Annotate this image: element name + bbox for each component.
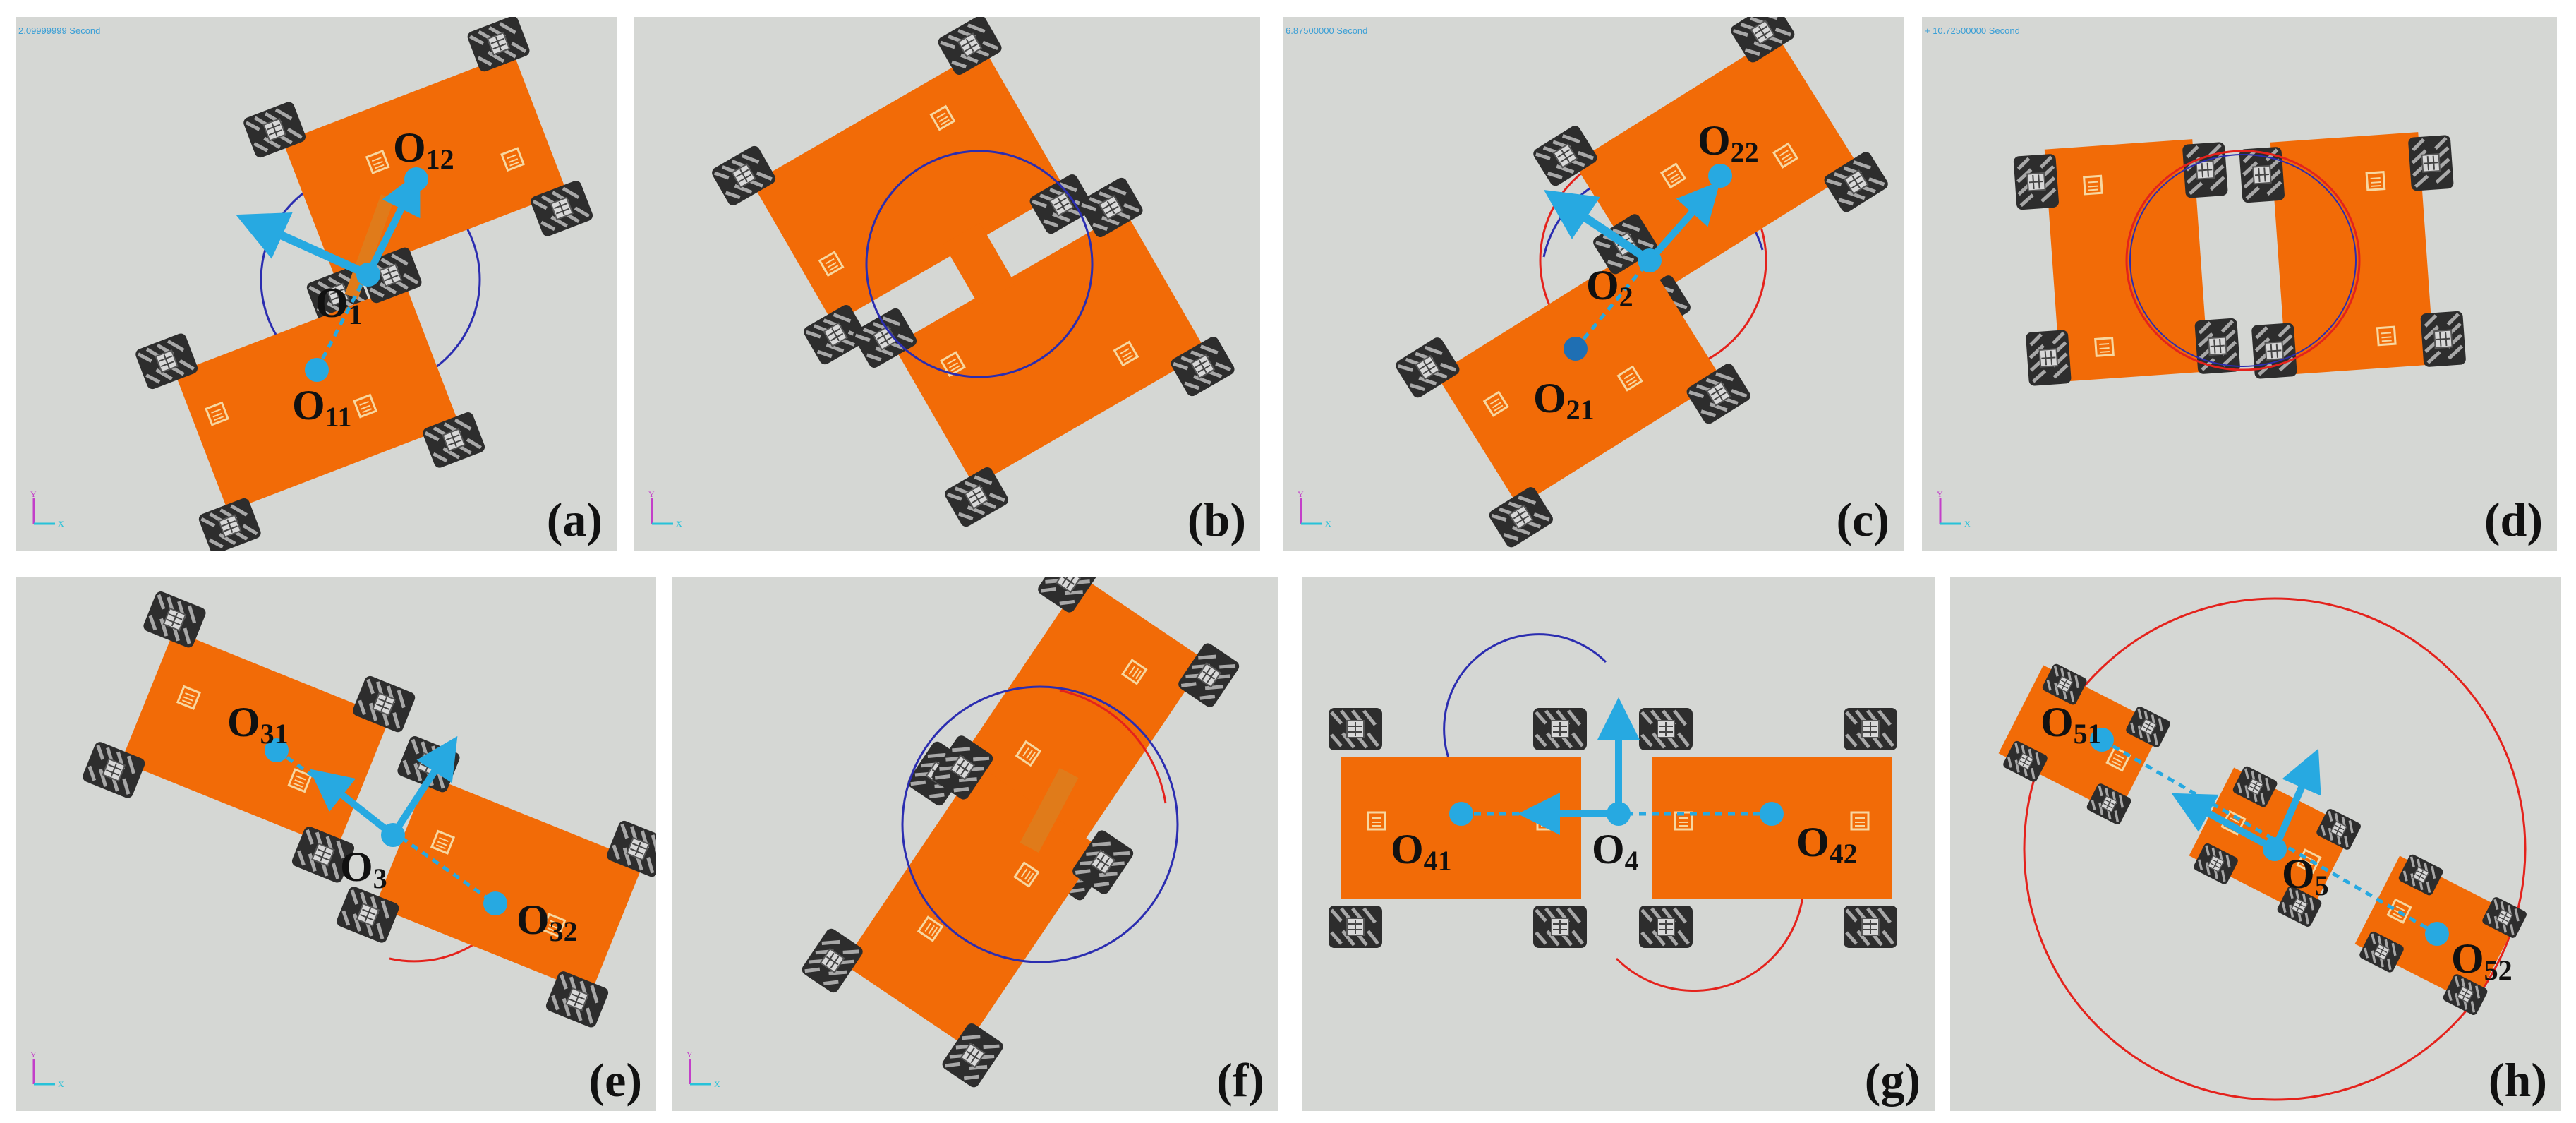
right-robot: [335, 735, 656, 1029]
svg-text:Y: Y: [1937, 490, 1943, 499]
svg-text:Y: Y: [30, 490, 37, 499]
svg-text:X: X: [714, 1079, 720, 1089]
robot-scene: O51 O5 O52: [1998, 597, 2529, 1101]
robot-scene: O12 O1 O11: [16, 17, 617, 551]
lower-robot: [851, 176, 1236, 529]
svg-text:O1: O1: [315, 280, 363, 330]
svg-text:O52: O52: [2451, 935, 2512, 986]
axis-triad-icon: Y X: [30, 1050, 64, 1089]
svg-text:O32: O32: [516, 896, 578, 947]
lower-robot: [134, 246, 486, 551]
robot-scene: O31 O3 O32: [16, 577, 656, 1111]
svg-text:O22: O22: [1698, 117, 1759, 168]
svg-text:O11: O11: [292, 382, 351, 433]
caption-f: (f): [1216, 1053, 1264, 1107]
svg-text:O3: O3: [340, 843, 387, 894]
right-robot: [1639, 708, 1897, 948]
caption-a: (a): [546, 493, 603, 546]
left-robot: [1329, 708, 1587, 948]
point-o1: [356, 263, 380, 287]
panel-c: 6.87500000 Second O22 O2 O21 Y X (c): [1283, 17, 1904, 551]
svg-text:Y: Y: [648, 490, 655, 499]
panel-a: 2.09999999 Second O12 O1 O11 Y X (a): [16, 17, 617, 551]
robot-scene: [634, 17, 1260, 551]
axis-triad-icon: Y X: [1298, 490, 1331, 529]
svg-text:O41: O41: [1391, 826, 1452, 877]
svg-text:X: X: [58, 519, 64, 529]
svg-text:X: X: [676, 519, 682, 529]
point-o12: [404, 167, 428, 191]
svg-text:X: X: [1964, 519, 1971, 529]
panel-e: O31 O3 O32 Y X (e): [16, 577, 656, 1111]
panel-f: Y X (f): [672, 577, 1278, 1111]
axis-triad-icon: Y X: [1937, 490, 1971, 529]
upper-robot: [710, 17, 1095, 366]
svg-text:O42: O42: [1796, 819, 1858, 870]
robot-scene: O22 O2 O21: [1283, 17, 1904, 551]
caption-h: (h): [2488, 1053, 2547, 1107]
panel-d: + 10.72500000 Second Y X (d): [1922, 17, 2557, 551]
svg-text:O5: O5: [2282, 851, 2329, 901]
robot-scene: O41 O4 O42: [1302, 633, 1935, 992]
timestamp: 2.09999999 Second: [18, 25, 101, 36]
svg-text:X: X: [58, 1079, 64, 1089]
svg-text:O12: O12: [393, 124, 454, 175]
panel-g: O41 O4 O42 (g): [1302, 577, 1935, 1111]
svg-text:O4: O4: [1592, 826, 1639, 877]
svg-text:Y: Y: [687, 1050, 693, 1059]
robot-scene: [672, 577, 1278, 1111]
caption-d: (d): [2484, 493, 2543, 546]
svg-text:O21: O21: [1533, 375, 1595, 426]
axis-triad-icon: Y X: [30, 490, 64, 529]
lower-robot: [1393, 212, 1753, 549]
timestamp: 6.87500000 Second: [1286, 25, 1368, 36]
svg-text:O51: O51: [2040, 699, 2102, 750]
caption-g: (g): [1864, 1053, 1921, 1107]
caption-c: (c): [1836, 493, 1889, 546]
svg-text:X: X: [1325, 519, 1331, 529]
svg-text:Y: Y: [30, 1050, 37, 1059]
timestamp: + 10.72500000 Second: [1925, 25, 2020, 36]
right-robot: [2239, 132, 2466, 379]
axis-triad-icon: Y X: [648, 490, 682, 529]
point-o11: [305, 358, 329, 382]
svg-text:O31: O31: [227, 699, 289, 750]
svg-text:O2: O2: [1586, 262, 1633, 313]
panel-h: O51 O5 O52 (h): [1950, 577, 2561, 1111]
panel-b: Y X (b): [634, 17, 1260, 551]
caption-e: (e): [588, 1053, 642, 1107]
robot-scene: [1922, 132, 2557, 551]
svg-text:Y: Y: [1298, 490, 1304, 499]
axis-triad-icon: Y X: [687, 1050, 720, 1089]
upper-robot: [242, 17, 594, 324]
caption-b: (b): [1187, 493, 1246, 546]
